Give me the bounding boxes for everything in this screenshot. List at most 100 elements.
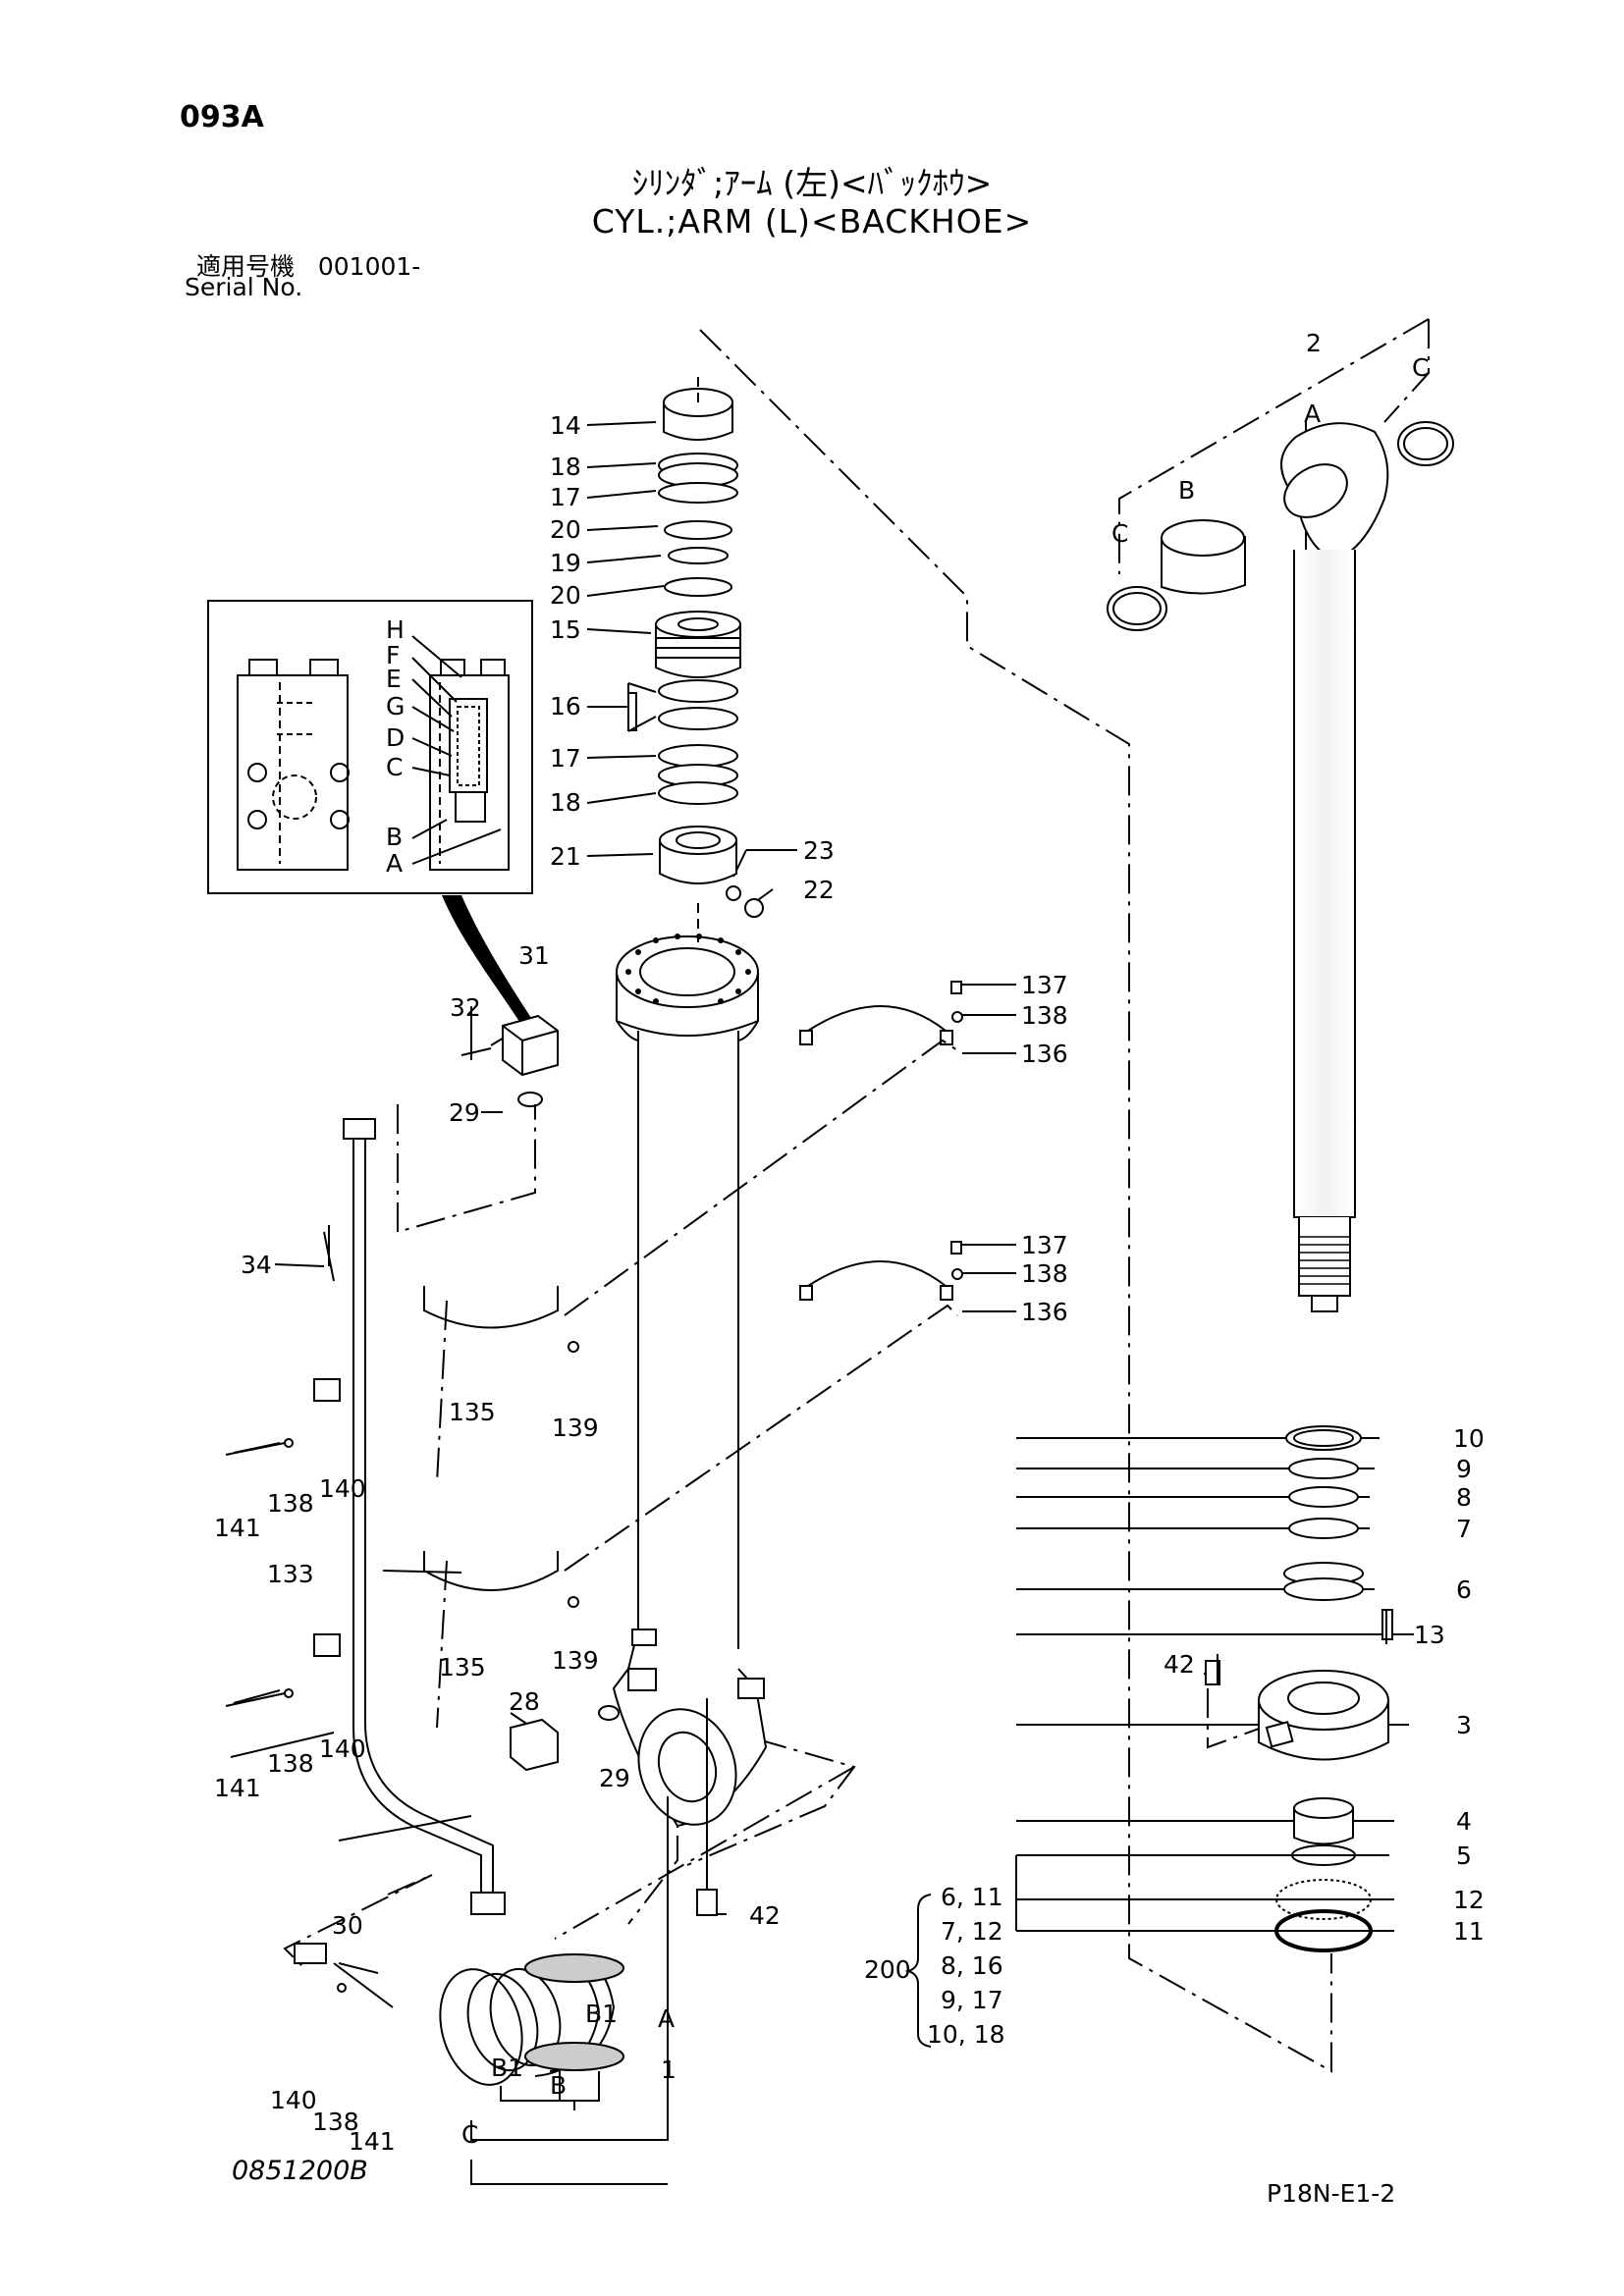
sheet-reference: P18N-E1-2 [1267, 2179, 1396, 2208]
callout-7: 7 [1456, 1515, 1472, 1543]
callout-140b: 140 [319, 1735, 366, 1763]
callout-29b: 29 [599, 1764, 630, 1792]
callout-10: 10 [1453, 1424, 1485, 1453]
callout-138d: 138 [267, 1749, 314, 1778]
head-end-stack [655, 373, 764, 942]
title-japanese: ｼﾘﾝﾀﾞ;ｱｰﾑ (左)<ﾊﾞｯｸﾎｳ> [631, 164, 993, 202]
callout-28: 28 [509, 1687, 540, 1716]
callout-3: 3 [1456, 1711, 1472, 1739]
seal-kit-row-3: 8, 16 [941, 1951, 1003, 1980]
title-english: CYL.;ARM (L)<BACKHOE> [591, 202, 1033, 240]
callout-C-left: C [1111, 519, 1128, 548]
pipe-and-brackets [233, 1005, 953, 1974]
inset-label-F: F [386, 641, 400, 669]
inset-label-A: A [386, 849, 403, 878]
callout-20b: 20 [550, 581, 581, 610]
callout-B1: B1 [585, 2000, 618, 2028]
hardware-bolts [225, 981, 1387, 2008]
callout-12: 12 [1453, 1886, 1485, 1914]
rod-assembly [1107, 421, 1454, 1312]
callout-141b: 141 [214, 1774, 261, 1802]
callout-32: 32 [450, 993, 481, 1022]
callout-16: 16 [550, 692, 581, 721]
callout-21: 21 [550, 842, 581, 871]
serial-label-english: Serial No. [185, 273, 303, 301]
callout-138: 138 [1021, 1001, 1068, 1030]
serial-label-japanese: 適用号機 001001- [196, 247, 420, 283]
callout-8: 8 [1456, 1483, 1472, 1512]
callout-2: 2 [1306, 329, 1322, 357]
callout-5: 5 [1456, 1842, 1472, 1870]
inset-label-E: E [386, 665, 402, 693]
callout-140c: 140 [270, 2086, 317, 2114]
seal-kit-brace [904, 1894, 932, 2048]
callout-C: C [461, 2120, 478, 2149]
seal-kit-number: 200 [864, 1955, 911, 1984]
callout-9: 9 [1456, 1455, 1472, 1483]
callout-42b: 42 [1164, 1650, 1195, 1679]
callout-11: 11 [1453, 1917, 1485, 1946]
callout-138e: 138 [312, 2108, 359, 2136]
callout-1: 1 [661, 2056, 677, 2084]
drawing-number: 0851200B [232, 2156, 368, 2186]
callout-22: 22 [803, 876, 835, 904]
seal-kit-row-2: 7, 12 [941, 1917, 1003, 1946]
callout-135b: 135 [439, 1653, 486, 1682]
callout-23: 23 [803, 836, 835, 865]
callout-A: A [658, 2004, 675, 2033]
arm-cylinder-tube [612, 935, 768, 1828]
callout-18: 18 [550, 453, 581, 481]
inset-detail-box [207, 600, 533, 894]
callout-4: 4 [1456, 1807, 1472, 1836]
seal-kit-row-4: 9, 17 [941, 1986, 1003, 2014]
callout-C-right: C [1412, 353, 1429, 382]
callout-15: 15 [550, 615, 581, 644]
callout-13: 13 [1414, 1621, 1445, 1649]
inset-letter-labels: H F E G D C B A [386, 615, 405, 878]
callout-17: 17 [550, 483, 581, 511]
callout-B-rod: B [1178, 476, 1195, 505]
callout-34: 34 [241, 1251, 272, 1279]
callout-30: 30 [332, 1911, 363, 1940]
callout-labels: 14 18 17 20 19 20 15 16 17 18 21 23 22 3… [214, 329, 1485, 2156]
callout-20: 20 [550, 515, 581, 544]
callout-138b: 138 [1021, 1259, 1068, 1288]
clevis-bushings [439, 1953, 624, 2086]
inset-label-C: C [386, 753, 403, 781]
serial-value: 001001- [317, 252, 421, 281]
callout-136: 136 [1021, 1040, 1068, 1068]
callout-135: 135 [449, 1398, 496, 1426]
callout-A-rod: A [1304, 400, 1321, 428]
seal-kit-row-1: 6, 11 [941, 1883, 1003, 1911]
seal-kit-table: 200 6, 11 7, 12 8, 16 9, 17 10, 18 [864, 1883, 1005, 2049]
callout-31: 31 [518, 941, 550, 970]
callout-19: 19 [550, 549, 581, 577]
callout-141c: 141 [349, 2127, 396, 2156]
inset-label-B: B [386, 823, 403, 851]
callout-138c: 138 [267, 1489, 314, 1518]
callout-137b: 137 [1021, 1231, 1068, 1259]
page-code: 093A [180, 100, 264, 134]
dimension-brackets [470, 1796, 669, 2185]
callout-133: 133 [267, 1560, 314, 1588]
callout-137: 137 [1021, 971, 1068, 999]
inset-label-H: H [386, 615, 405, 644]
callout-17b: 17 [550, 744, 581, 773]
callout-141: 141 [214, 1514, 261, 1542]
valve-block [502, 1014, 620, 1772]
callout-B: B [550, 2071, 567, 2100]
inset-label-D: D [386, 723, 405, 752]
callout-18b: 18 [550, 788, 581, 817]
inset-label-G: G [386, 692, 405, 721]
callout-B1b: B1 [491, 2054, 523, 2082]
rod-end-stack [1205, 1425, 1393, 1952]
callout-139: 139 [552, 1414, 599, 1442]
serial-label-jp-text: 適用号機 [196, 252, 296, 281]
seal-kit-row-5: 10, 18 [927, 2020, 1005, 2049]
callout-42: 42 [749, 1901, 781, 1930]
inset-pointer-arrow [442, 895, 535, 1031]
callout-139b: 139 [552, 1646, 599, 1675]
callout-136b: 136 [1021, 1298, 1068, 1326]
callout-140: 140 [319, 1474, 366, 1503]
